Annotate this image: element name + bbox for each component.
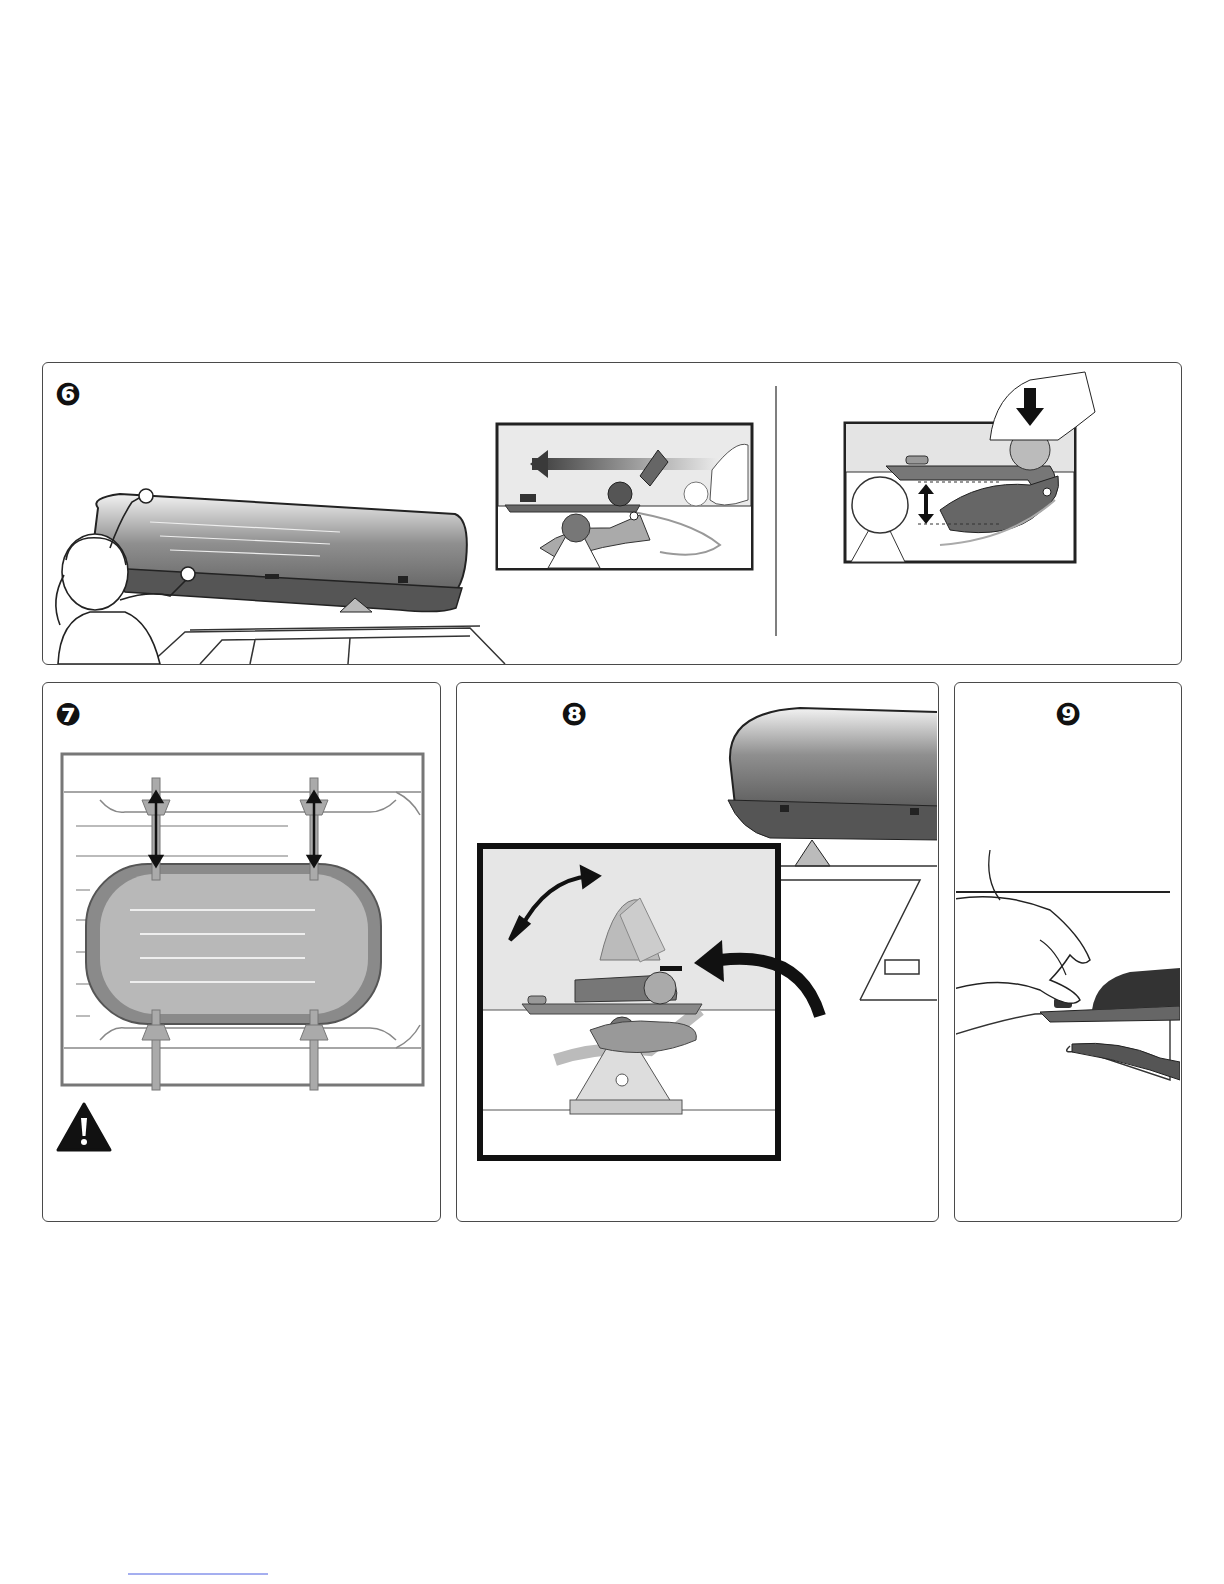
step-panel: ❾: [954, 682, 1182, 1222]
car-roof: [150, 626, 505, 664]
person: [56, 489, 195, 664]
callout-number: ❼: [55, 699, 81, 730]
link-underline: [128, 1574, 268, 1575]
divider: [775, 386, 777, 636]
warning-symbol: [58, 1104, 110, 1150]
callout-number: ❻: [55, 379, 81, 410]
top-view: [62, 754, 423, 1090]
inset-clamp: [845, 372, 1095, 562]
callout-number: ❽: [561, 699, 587, 730]
step-panel: ❼: [42, 682, 441, 1222]
step-panel: ❽: [456, 682, 939, 1222]
step-panel: ❻: [42, 362, 1182, 665]
roof-box: [94, 494, 467, 612]
knob-tighten: [956, 850, 1180, 1080]
inset-lock: [480, 846, 820, 1158]
inset-slide: [497, 424, 752, 569]
callout-number: ❾: [1055, 699, 1081, 730]
